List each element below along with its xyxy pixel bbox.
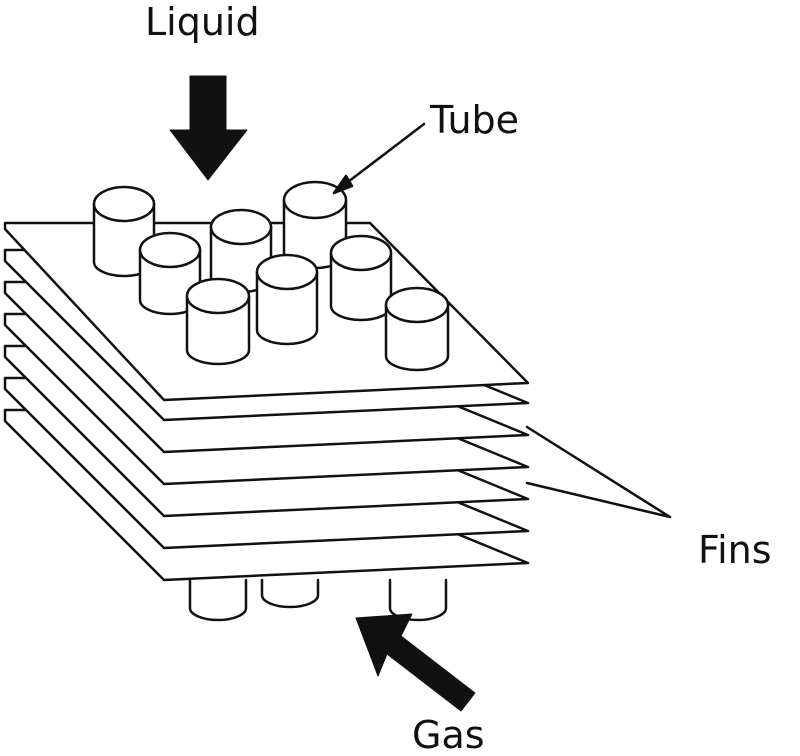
bottom-tube-stubs bbox=[188, 578, 448, 622]
fins-leader-line-upper bbox=[525, 425, 672, 519]
fins-label: Fins bbox=[698, 528, 772, 572]
tube-4 bbox=[138, 231, 202, 316]
liquid-label: Liquid bbox=[145, 0, 260, 44]
tube-5 bbox=[329, 234, 393, 322]
gas-label: Gas bbox=[412, 713, 485, 756]
tube-8 bbox=[384, 286, 450, 372]
bottom-tube-stub-middle bbox=[260, 578, 320, 609]
top-tubes bbox=[92, 180, 450, 372]
tube-leader-arrowhead bbox=[332, 174, 354, 195]
tube-6 bbox=[255, 253, 319, 346]
gas-flow-arrow bbox=[355, 613, 476, 712]
tube-leader-line bbox=[338, 122, 426, 190]
tube-label: Tube bbox=[429, 98, 519, 142]
tube-7 bbox=[185, 277, 251, 366]
fins-leader-line-lower bbox=[525, 481, 672, 519]
leader-lines bbox=[332, 122, 672, 519]
liquid-flow-arrow bbox=[169, 75, 248, 181]
bottom-tube-stub-left bbox=[188, 578, 248, 622]
bottom-tube-stub-right bbox=[388, 578, 448, 622]
